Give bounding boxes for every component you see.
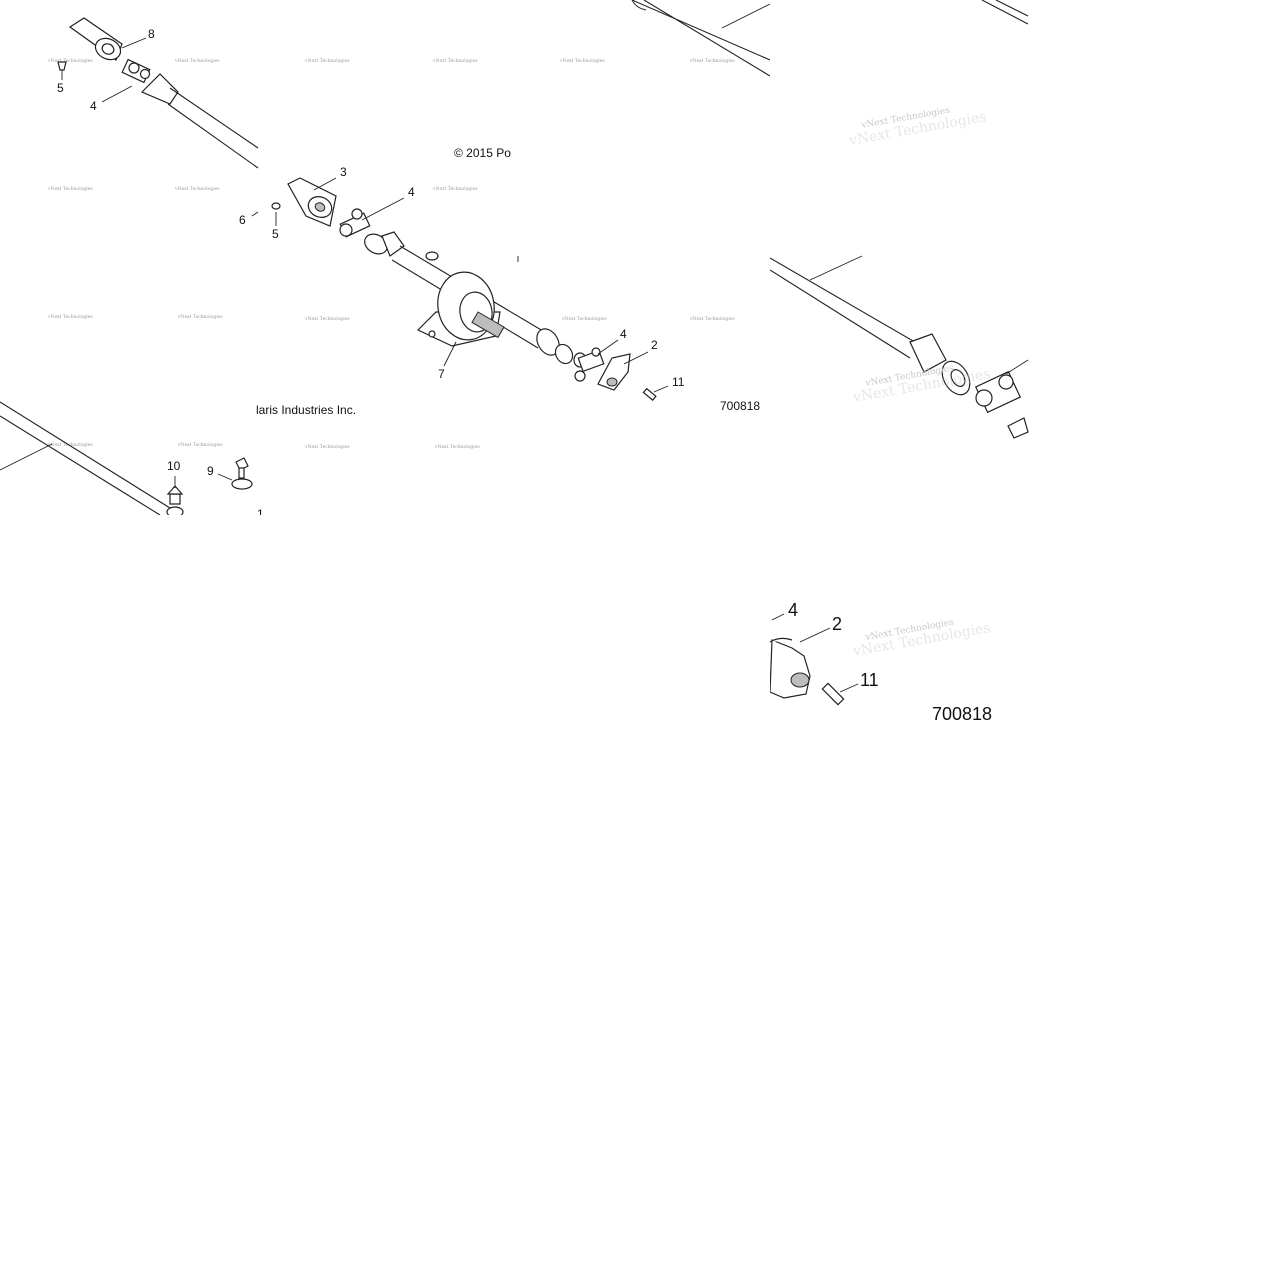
grease-fitting-5-top — [57, 61, 67, 71]
inset-drawing: vNext Technologies vNext Technologies 4 … — [770, 600, 992, 724]
watermark: vNext Technologies — [689, 316, 735, 322]
callout-3: 3 — [340, 165, 347, 179]
watermark: vNext Technologies — [559, 58, 605, 64]
watermark: vNext Technologies — [432, 186, 478, 192]
watermark: vNext Technologies — [174, 58, 220, 64]
watermark: vNext Technologies — [47, 314, 93, 320]
watermark: vNext Technologies — [434, 444, 480, 450]
copyright-text: © 2015 Po — [454, 146, 511, 160]
callout-7: 7 — [438, 367, 445, 381]
lower-shaft — [0, 401, 184, 515]
front-yoke-8 — [68, 17, 123, 61]
watermark: vNext Technologies — [47, 442, 93, 448]
u-joint-4-middle — [339, 208, 371, 238]
callout-4: 4 — [788, 600, 798, 620]
u-joint-zoomed — [974, 359, 1029, 439]
callout-4: 4 — [620, 327, 627, 341]
yoke-2 — [597, 353, 631, 391]
shaft-zoomed — [770, 255, 971, 396]
carrier-bearing-7 — [416, 271, 505, 347]
exploded-view-drawing: vNext Technologies vNext Technologies vN… — [0, 0, 770, 515]
bolt-10 — [166, 485, 184, 505]
callout-2: 2 — [651, 338, 658, 352]
callout-10: 10 — [167, 459, 181, 473]
copyright-company: laris Industries Inc. — [256, 403, 356, 417]
callout-11: 11 — [860, 670, 879, 690]
watermark: vNext Technologies — [174, 186, 220, 192]
zoom-detail-drawing: vNext Technologies vNext Technologies vN… — [770, 0, 1029, 439]
watermark: vNext Technologies — [304, 444, 350, 450]
u-joint-4-top — [121, 58, 151, 84]
watermark: vNext Technologies — [177, 314, 223, 320]
bolt-9 — [231, 457, 253, 490]
watermark: vNext Technologies — [304, 58, 350, 64]
front-shaft — [140, 73, 259, 169]
callout-4: 4 — [408, 185, 415, 199]
watermark: vNext Technologies — [177, 442, 223, 448]
watermark: vNext Technologies — [47, 58, 93, 64]
yoke-3 — [287, 177, 337, 227]
callout-5: 5 — [272, 227, 279, 241]
callout-5: 5 — [57, 81, 64, 95]
yoke-2-zoomed — [770, 637, 811, 699]
watermark: vNext Technologies — [561, 316, 607, 322]
callout-2: 2 — [832, 614, 842, 634]
watermark: vNext Technologies — [689, 58, 735, 64]
watermark: vNext Technologies — [432, 58, 478, 64]
pin-11 — [642, 387, 657, 402]
pin-11-zoomed — [821, 682, 845, 706]
callout-8: 8 — [148, 27, 155, 41]
exploded-view-panel: vNext Technologies vNext Technologies vN… — [0, 0, 770, 515]
grease-fitting-5-middle — [271, 202, 281, 210]
inset-panel: vNext Technologies vNext Technologies 4 … — [770, 600, 1030, 735]
inset-figure-number: 700818 — [932, 704, 992, 724]
callout-1: 1 — [257, 507, 264, 515]
callout-4: 4 — [90, 99, 97, 113]
callout-9: 9 — [207, 464, 214, 478]
watermark: vNext Technologies — [47, 186, 93, 192]
zoom-detail-panel: vNext Technologies vNext Technologies vN… — [770, 0, 1030, 440]
watermark: vNext Technologies — [304, 316, 350, 322]
figure-number: 700818 — [720, 399, 760, 413]
rear-prop-shaft — [631, 0, 770, 77]
coupler — [536, 328, 587, 368]
callout-11: 11 — [672, 375, 685, 389]
callout-6: 6 — [239, 213, 246, 227]
